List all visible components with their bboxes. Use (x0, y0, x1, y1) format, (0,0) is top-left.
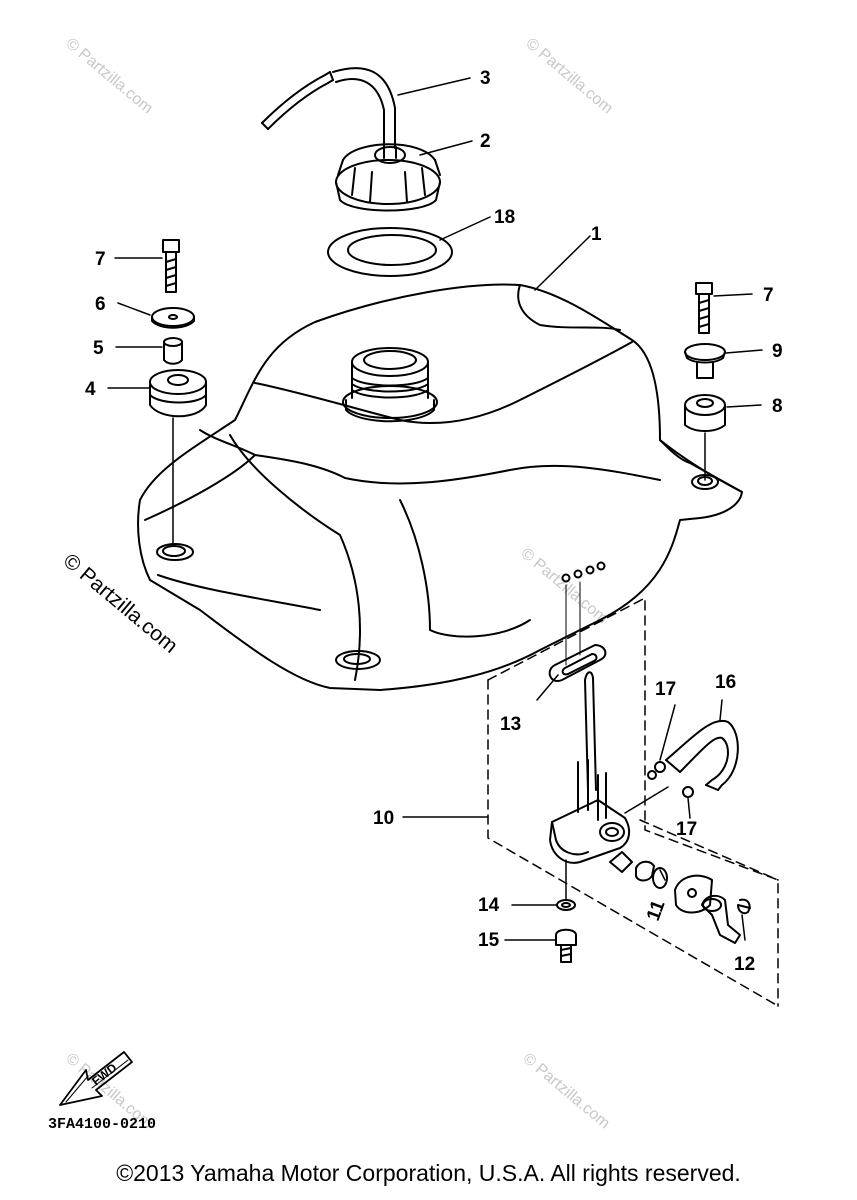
part-label-6: 6 (95, 294, 106, 315)
hose-part-16 (624, 719, 739, 814)
part-label-15: 15 (478, 930, 500, 951)
clip-part-17-bottom (682, 786, 694, 798)
part-label-4: 4 (85, 379, 96, 400)
washer-part-14 (556, 899, 576, 911)
copyright-notice: ©2013 Yamaha Motor Corporation, U.S.A. A… (116, 1160, 741, 1186)
part-label-17-top: 17 (655, 679, 676, 700)
bolt-part-7-left (162, 239, 180, 293)
part-label-17-bottom: 17 (676, 819, 697, 840)
fuel-cock-body (549, 671, 631, 901)
part-label-2: 2 (480, 131, 491, 152)
fuel-cap-part-2 (335, 143, 441, 212)
bolt-part-15 (555, 928, 577, 963)
part-label-13: 13 (500, 714, 521, 735)
watermark: © Partzilla.com (522, 35, 616, 117)
watermark-large: © Partzilla.com (59, 549, 182, 658)
collar-part-9 (684, 343, 726, 379)
leader-lines (107, 77, 763, 941)
part-label-16: 16 (715, 672, 736, 693)
part-label-1: 1 (591, 224, 602, 245)
drawing-code: 3FA4100-0210 (48, 1116, 156, 1133)
fuel-tank-part-1 (137, 283, 743, 691)
part-label-14: 14 (478, 895, 500, 916)
grommet-part-4 (149, 369, 207, 546)
watermarks: © Partzilla.com © Partzilla.com © Partzi… (59, 35, 616, 1132)
part-labels: 3 2 18 1 7 6 5 4 7 9 8 10 13 17 16 17 14… (85, 68, 783, 975)
watermark: © Partzilla.com (517, 545, 611, 627)
part-label-8: 8 (772, 396, 783, 417)
gasket-part-13 (548, 561, 607, 682)
hose-part-3 (261, 67, 396, 151)
watermark: © Partzilla.com (519, 1050, 613, 1132)
clip-part-17-top (647, 761, 666, 780)
part-label-18: 18 (494, 207, 515, 228)
part-label-7-left: 7 (95, 249, 106, 270)
fuel-cock-assembly-box (487, 597, 779, 1007)
part-label-9: 9 (772, 341, 783, 362)
lever-part-12 (701, 894, 751, 944)
part-label-10: 10 (373, 808, 394, 829)
part-label-11: 11 (643, 897, 670, 923)
gasket-part-18 (327, 227, 453, 277)
part-label-3: 3 (480, 68, 491, 89)
part-label-12: 12 (734, 954, 755, 975)
part-label-7-right: 7 (763, 285, 774, 306)
bolt-part-7-right (695, 282, 713, 334)
grommet-part-8 (684, 394, 726, 481)
watermark: © Partzilla.com (62, 35, 156, 117)
valve-parts-11 (609, 851, 713, 914)
part-label-5: 5 (93, 338, 104, 359)
washer-part-6 (151, 307, 195, 329)
collar-part-5 (163, 337, 183, 365)
